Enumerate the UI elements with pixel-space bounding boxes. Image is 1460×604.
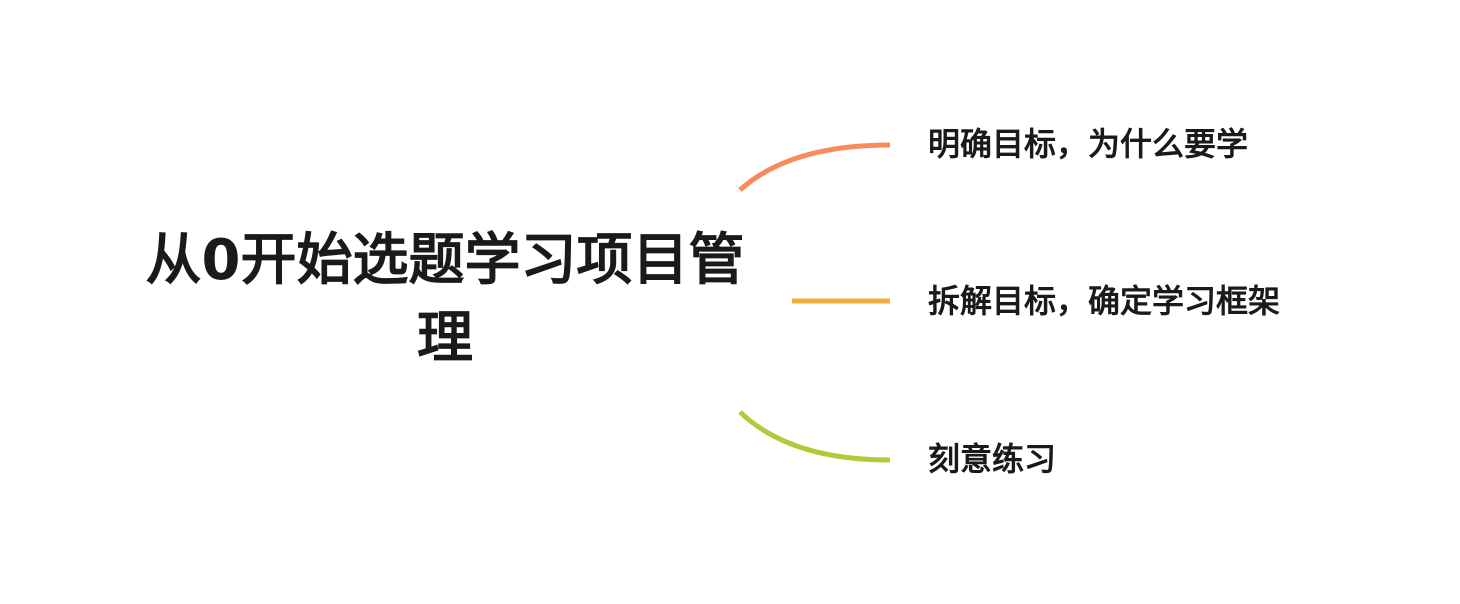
branch-topic-goal[interactable]: 明确目标，为什么要学 xyxy=(928,125,1249,163)
connector-branch-3 xyxy=(738,410,891,463)
branch-topic-practice[interactable]: 刻意练习 xyxy=(928,440,1057,478)
connector-branch-1 xyxy=(738,142,891,192)
branch-topic-framework[interactable]: 拆解目标，确定学习框架 xyxy=(928,282,1281,320)
root-topic[interactable]: 从0开始选题学习项目管理 xyxy=(145,228,745,371)
